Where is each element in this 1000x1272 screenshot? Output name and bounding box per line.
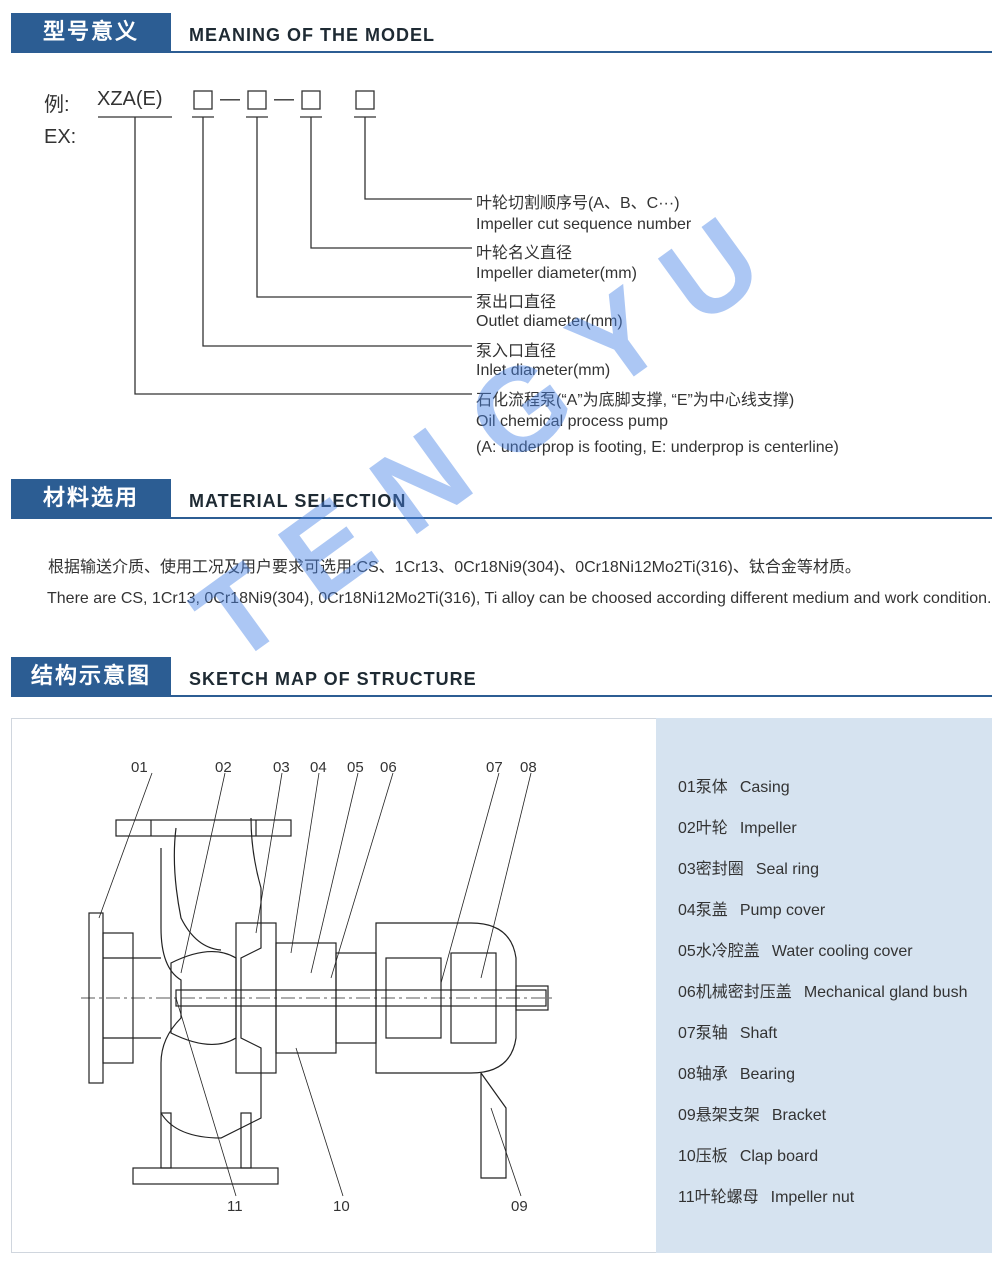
legend-en: Impeller diameter(mm) (476, 265, 637, 282)
section-rule (11, 517, 992, 519)
part-name: Pump cover (739, 902, 826, 919)
part-number: 03密封圈 (678, 861, 744, 878)
part-number: 01泵体 (678, 779, 728, 796)
part-number: 05水冷腔盖 (678, 943, 760, 960)
part-item: 11叶轮螺母 Impeller nut (678, 1183, 854, 1207)
part-item: 10压板 Clap board (678, 1142, 818, 1166)
part-number: 04泵盖 (678, 902, 728, 919)
legend-cn: 石化流程泵(“A”为底脚支撑, “E”为中心线支撑) (476, 392, 795, 409)
part-name: Mechanical gland bush (803, 984, 968, 1001)
code-box (247, 90, 267, 110)
part-item: 09悬架支架 Bracket (678, 1101, 826, 1125)
part-name: Shaft (739, 1025, 778, 1042)
section-header-model: 型号意义 MEANING OF THE MODEL (11, 13, 992, 53)
section-header-sketch: 结构示意图 SKETCH MAP OF STRUCTURE (11, 657, 992, 697)
section-title-cn: 型号意义 (11, 13, 171, 51)
legend-cn: 叶轮名义直径 (476, 245, 573, 262)
legend-en: Impeller cut sequence number (476, 216, 692, 233)
part-name: Clap board (739, 1148, 819, 1165)
model-leader-lines (98, 90, 472, 395)
code-box (355, 90, 375, 110)
legend-cn: 叶轮切割顺序号(A、B、C···) (476, 195, 680, 212)
callout-02: 02 (215, 759, 232, 776)
part-name: Seal ring (755, 861, 819, 878)
part-number: 10压板 (678, 1148, 728, 1165)
part-number: 09悬架支架 (678, 1107, 760, 1124)
part-item: 08轴承 Bearing (678, 1060, 795, 1084)
pump-structure-drawing: 01 02 03 04 05 06 07 08 11 10 09 (81, 759, 556, 1215)
part-name: Impeller nut (770, 1189, 855, 1206)
part-name: Casing (739, 779, 790, 796)
part-number: 02叶轮 (678, 820, 728, 837)
section-title-en: SKETCH MAP OF STRUCTURE (189, 669, 477, 689)
legend-en-note: (A: underprop is footing, E: underprop i… (476, 439, 839, 456)
callout-03: 03 (273, 759, 290, 776)
example-label-cn: 例: (44, 94, 70, 116)
parts-legend-panel: 01泵体 Casing 02叶轮 Impeller 03密封圈 Seal ring 0… (656, 718, 992, 1253)
section-rule (11, 51, 992, 53)
code-box (301, 90, 321, 110)
legend-cn: 泵出口直径 (476, 294, 557, 311)
callout-05: 05 (347, 759, 364, 776)
part-name: Bearing (739, 1066, 795, 1083)
material-text-cn: 根据输送介质、使用工况及用户要求可选用:CS、1Cr13、0Cr18Ni9(30… (48, 559, 861, 576)
part-number: 06机械密封压盖 (678, 984, 792, 1001)
part-name: Impeller (739, 820, 797, 837)
code-box (193, 90, 213, 110)
part-item: 03密封圈 Seal ring (678, 855, 819, 879)
part-number: 07泵轴 (678, 1025, 728, 1042)
part-item: 06机械密封压盖 Mechanical gland bush (678, 978, 967, 1002)
callout-09: 09 (511, 1198, 528, 1215)
part-item: 02叶轮 Impeller (678, 814, 797, 838)
part-number: 11叶轮螺母 (678, 1189, 759, 1206)
legend-en: Oil chemical process pump (476, 413, 669, 430)
legend-en: Inlet diameter(mm) (476, 362, 611, 379)
section-title-en: MATERIAL SELECTION (189, 491, 407, 511)
part-number: 08轴承 (678, 1066, 728, 1083)
callout-01: 01 (131, 759, 148, 776)
model-code: XZA(E) (97, 88, 163, 110)
part-item: 05水冷腔盖 Water cooling cover (678, 937, 913, 961)
code-separator: — (274, 88, 294, 110)
callout-07: 07 (486, 759, 503, 776)
section-title-en: MEANING OF THE MODEL (189, 25, 435, 45)
part-item: 01泵体 Casing (678, 773, 790, 797)
section-rule (11, 695, 992, 697)
legend-en: Outlet diameter(mm) (476, 313, 623, 330)
material-text-en: There are CS, 1Cr13, 0Cr18Ni9(304), 0Cr1… (47, 590, 992, 607)
callout-04: 04 (310, 759, 327, 776)
callout-11: 11 (227, 1198, 243, 1215)
legend-cn: 泵入口直径 (476, 343, 557, 360)
example-label-en: EX: (44, 126, 77, 148)
part-name: Bracket (771, 1107, 827, 1124)
callout-08: 08 (520, 759, 537, 776)
callout-06: 06 (380, 759, 397, 776)
section-title-cn: 材料选用 (11, 479, 171, 517)
part-name: Water cooling cover (771, 943, 913, 960)
part-item: 04泵盖 Pump cover (678, 896, 825, 920)
callout-10: 10 (333, 1198, 350, 1215)
code-separator: — (220, 88, 240, 110)
part-item: 07泵轴 Shaft (678, 1019, 777, 1043)
section-title-cn: 结构示意图 (11, 657, 171, 695)
section-header-material: 材料选用 MATERIAL SELECTION (11, 479, 992, 519)
